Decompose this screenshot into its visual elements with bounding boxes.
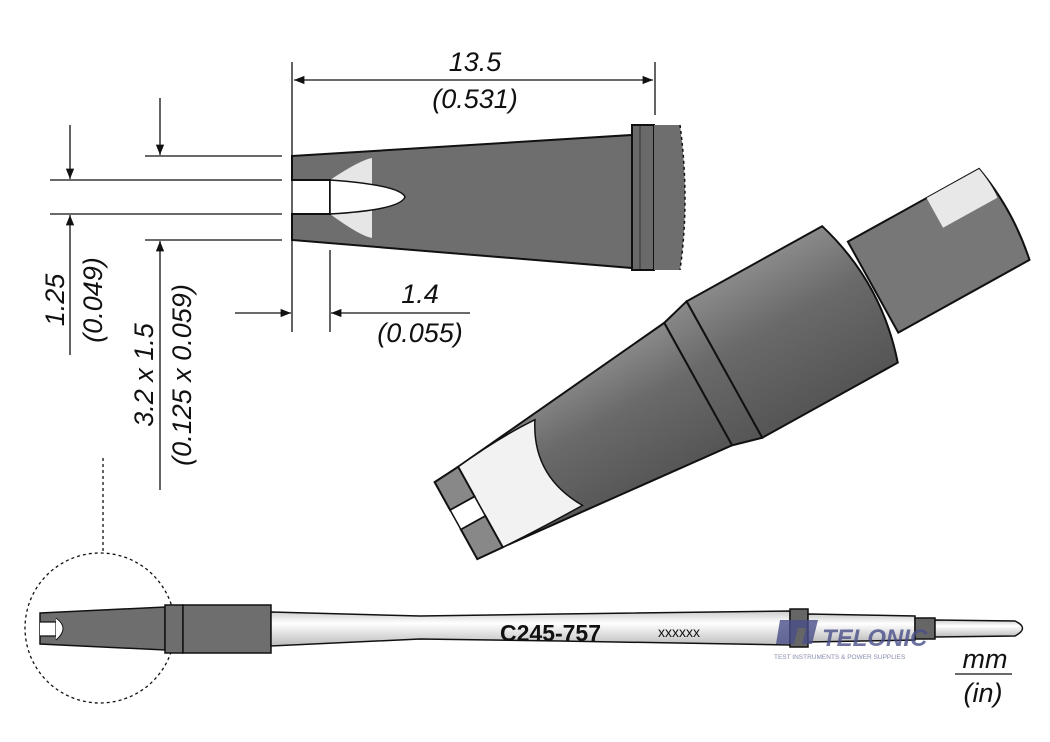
units-primary: mm	[963, 644, 1008, 674]
logo-tagline: TEST INSTRUMENTS & POWER SUPPLIES	[774, 654, 906, 661]
tip-isometric-view	[433, 167, 1031, 561]
logo-brand: TELONIC	[822, 625, 928, 652]
units-legend: mm (in)	[955, 644, 1012, 708]
depth-mm: 1.4	[401, 279, 439, 309]
dimension-length: 13.5 (0.531)	[291, 47, 656, 332]
tip-mm: 3.2 x 1.5	[129, 322, 159, 427]
slot-mm: 1.25	[40, 273, 70, 327]
slot-in: (0.049)	[78, 257, 108, 343]
tip-full-view	[39, 604, 1024, 654]
length-in: (0.531)	[432, 84, 518, 114]
tip-in: (0.125 x 0.059)	[167, 284, 197, 466]
part-model: C245-757	[500, 620, 601, 646]
part-serial: xxxxxx	[658, 624, 700, 640]
length-mm: 13.5	[449, 47, 503, 77]
units-secondary: (in)	[964, 678, 1003, 708]
telonic-logo: TELONIC TEST INSTRUMENTS & POWER SUPPLIE…	[774, 620, 928, 661]
tip-side-view	[291, 124, 686, 271]
dimension-depth: 1.4 (0.055)	[235, 250, 470, 348]
dimension-slot-and-tip: 1.25 (0.049) 3.2 x 1.5 (0.125 x 0.059)	[40, 98, 282, 490]
depth-in: (0.055)	[377, 318, 463, 348]
